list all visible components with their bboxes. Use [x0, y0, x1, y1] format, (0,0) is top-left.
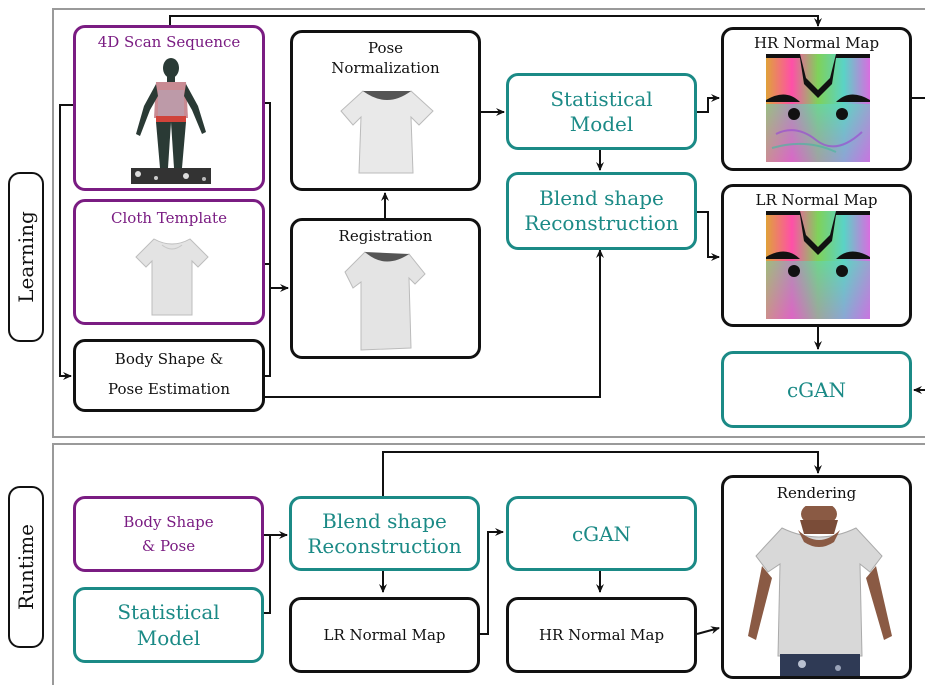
bus-body: [264, 288, 271, 377]
arrow-blend-to-lr: [697, 211, 720, 261]
rt-cgan-box: cGAN: [506, 496, 697, 571]
registered-shirt-image: [344, 251, 426, 351]
body-shape-pose-box: Body Shape & Pose: [73, 496, 264, 572]
rt-statistical-model-box: Statistical Model: [73, 587, 264, 663]
hr-normal-map-image: [766, 54, 870, 162]
statistical-model-label-line1: Statistical: [550, 86, 653, 111]
lr-normal-map-label: LR Normal Map: [755, 191, 878, 209]
rt-bus-body: [264, 534, 271, 614]
bus-scan: [264, 102, 271, 288]
scan-sequence-label: 4D Scan Sequence: [97, 33, 241, 51]
cgan-learning-label: cGAN: [786, 377, 847, 402]
rt-cgan-label: cGAN: [571, 521, 632, 546]
rt-hr-normal-map-box: HR Normal Map: [506, 597, 697, 673]
rt-lr-normal-map-label: LR Normal Map: [323, 626, 446, 644]
rt-arrow-lr-to-cgan: [480, 528, 504, 635]
cloth-template-box: Cloth Template: [73, 199, 265, 325]
arrow-body-to-blend: [264, 249, 604, 398]
rt-blend-shape-label-line1: Blend shape: [322, 508, 447, 533]
blend-shape-label-line2: Reconstruction: [524, 211, 679, 235]
rt-lr-normal-map-box: LR Normal Map: [289, 597, 480, 673]
registration-label: Registration: [338, 227, 433, 245]
rt-hr-normal-map-label: HR Normal Map: [538, 626, 665, 644]
rendered-avatar-image: [748, 506, 892, 676]
rt-blend-shape-label-line2: Reconstruction: [307, 533, 462, 558]
arrow-scan-to-hr: [169, 15, 822, 27]
pose-normalization-box: Pose Normalization: [290, 30, 481, 191]
body-shape-pose-label-line1: Body Shape: [123, 513, 214, 531]
rt-arrow-hr-to-render: [696, 626, 720, 635]
body-estimation-label-line1: Body Shape &: [114, 350, 224, 368]
cgan-box-learning: cGAN: [721, 351, 912, 428]
rendering-label: Rendering: [776, 484, 857, 502]
body-estimation-box: Body Shape & Pose Estimation: [73, 339, 265, 412]
pose-normalization-label-line1: Pose: [367, 39, 404, 57]
blend-shape-label-line1: Blend shape: [539, 186, 664, 210]
scan-figure-image: [131, 58, 211, 184]
statistical-model-box: Statistical Model: [506, 73, 697, 150]
registration-box: Registration: [290, 218, 481, 359]
lr-normal-map-image: [766, 211, 870, 319]
cloth-template-image: [135, 238, 209, 316]
arrow-hr-to-cgan: [912, 97, 925, 394]
runtime-section-label: Runtime: [8, 486, 44, 648]
hr-normal-map-box: HR Normal Map: [721, 27, 912, 171]
cloth-template-label: Cloth Template: [111, 209, 227, 227]
rt-statistical-model-label-line2: Model: [136, 626, 201, 650]
hr-normal-map-label: HR Normal Map: [753, 34, 880, 52]
arrow-statmodel-to-hr: [697, 94, 720, 113]
pose-normalization-label-line2: Normalization: [331, 59, 440, 77]
statistical-model-label-line2: Model: [569, 111, 634, 136]
scan-sequence-box: 4D Scan Sequence: [73, 25, 265, 191]
body-shape-pose-label-line2: & Pose: [141, 537, 196, 555]
rt-blend-shape-box: Blend shape Reconstruction: [289, 496, 480, 571]
rt-arrow-blend-to-render: [382, 451, 822, 497]
rt-statistical-model-label-line1: Statistical: [117, 600, 220, 624]
rendering-box: Rendering: [721, 475, 912, 679]
arrow-scan-to-body-estimation: [59, 104, 73, 380]
body-estimation-label-line2: Pose Estimation: [107, 380, 230, 398]
lr-normal-map-box: LR Normal Map: [721, 184, 912, 327]
normalized-shirt-image: [340, 90, 434, 174]
blend-shape-box: Blend shape Reconstruction: [506, 172, 697, 250]
learning-section-label: Learning: [8, 172, 44, 342]
